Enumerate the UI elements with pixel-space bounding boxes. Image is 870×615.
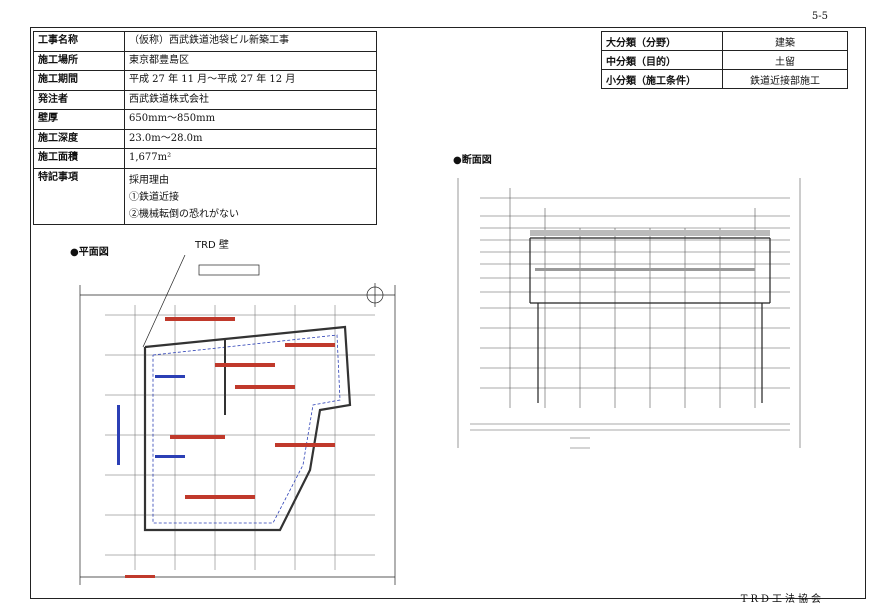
info-key: 施工場所	[33, 50, 125, 71]
classification-table: 大分類（分野） 建築 中分類（目的） 土留 小分類（施工条件） 鉄道近接部施工	[601, 31, 848, 89]
remarks-key: 特記事項	[33, 167, 125, 225]
remarks-line: 採用理由	[129, 174, 169, 186]
info-key: 工事名称	[33, 31, 125, 52]
class-value: 建築	[722, 31, 848, 51]
plan-drawing	[79, 255, 396, 585]
table-row: 発注者 西武鉄道株式会社	[33, 89, 377, 110]
info-value: 東京都豊島区	[124, 50, 377, 71]
info-value: （仮称）西武鉄道池袋ビル新築工事	[124, 31, 377, 52]
trd-wall-callout: TRD 壁	[195, 240, 229, 251]
info-key: 発注者	[33, 89, 125, 110]
table-row: 施工面積 1,677m²	[33, 148, 377, 169]
section-view-label: ●断面図	[453, 155, 492, 166]
table-row: 中分類（目的） 土留	[601, 50, 848, 70]
page-frame	[30, 27, 866, 599]
table-row-remarks: 特記事項 採用理由 ①鉄道近接 ②機械転倒の恐れがない	[33, 167, 377, 225]
table-row: 小分類（施工条件） 鉄道近接部施工	[601, 69, 848, 89]
info-value: 平成 27 年 11 月～平成 27 年 12 月	[124, 70, 377, 91]
class-key: 小分類（施工条件）	[601, 69, 723, 89]
remarks-line: ①鉄道近接	[129, 191, 179, 203]
section-drawing	[457, 178, 801, 449]
remarks-value: 採用理由 ①鉄道近接 ②機械転倒の恐れがない	[124, 167, 377, 225]
info-value: 23.0m～28.0m	[124, 128, 377, 149]
table-row: 施工深度 23.0m～28.0m	[33, 128, 377, 149]
info-value: 650mm～850mm	[124, 109, 377, 130]
info-key: 壁厚	[33, 109, 125, 130]
class-key: 大分類（分野）	[601, 31, 723, 51]
table-row: 施工場所 東京都豊島区	[33, 50, 377, 71]
footer-organization: TRD工法協会	[740, 594, 824, 605]
class-value: 土留	[722, 50, 848, 70]
info-key: 施工深度	[33, 128, 125, 149]
table-row: 施工期間 平成 27 年 11 月～平成 27 年 12 月	[33, 70, 377, 91]
info-value: 1,677m²	[124, 148, 377, 169]
plan-view-label: ●平面図	[70, 247, 109, 258]
project-info-table: 工事名称 （仮称）西武鉄道池袋ビル新築工事 施工場所 東京都豊島区 施工期間 平…	[33, 31, 377, 225]
table-row: 工事名称 （仮称）西武鉄道池袋ビル新築工事	[33, 31, 377, 52]
info-value: 西武鉄道株式会社	[124, 89, 377, 110]
info-key: 施工面積	[33, 148, 125, 169]
table-row: 壁厚 650mm～850mm	[33, 109, 377, 130]
info-key: 施工期間	[33, 70, 125, 91]
class-value: 鉄道近接部施工	[722, 69, 848, 89]
remarks-line: ②機械転倒の恐れがない	[129, 208, 239, 220]
page-number: 5-5	[811, 11, 828, 22]
class-key: 中分類（目的）	[601, 50, 723, 70]
table-row: 大分類（分野） 建築	[601, 31, 848, 51]
